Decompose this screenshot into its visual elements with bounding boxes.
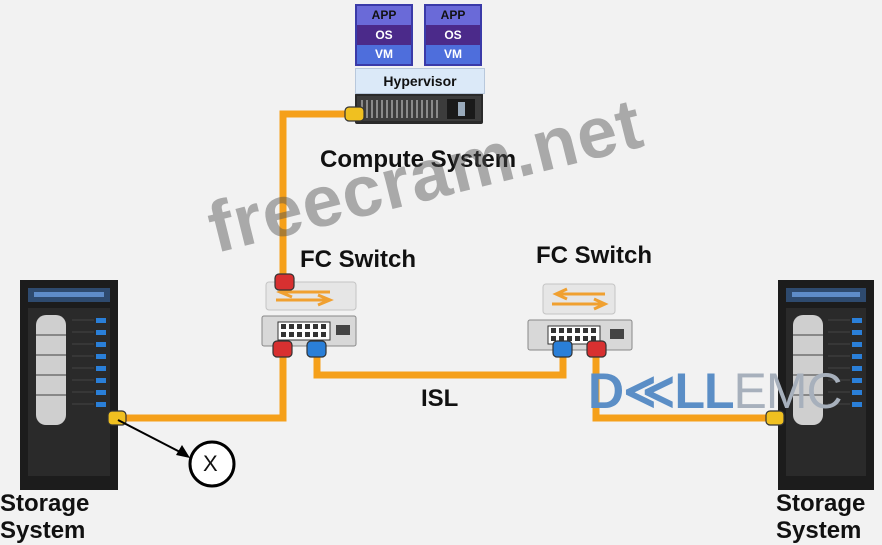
port-switch1-isl	[306, 340, 327, 358]
storage-rack-left	[20, 280, 118, 490]
vm2-os-label: OS	[426, 25, 480, 45]
isl-label: ISL	[421, 385, 459, 412]
vm1-os-label: OS	[357, 25, 411, 45]
storage-rack-right	[778, 280, 874, 490]
vm2-app-label: APP	[426, 6, 480, 25]
vm-stack-2: APP OS VM	[424, 4, 482, 66]
failure-marker-label: X	[203, 451, 218, 476]
logo-dell: D≪LL	[588, 363, 735, 419]
storage-system-right-label: Storage System	[776, 490, 865, 544]
compute-server	[355, 93, 483, 124]
fc-switch-2-body	[527, 283, 633, 351]
port-compute	[344, 106, 365, 122]
fc-switch-2-label: FC Switch	[536, 242, 653, 269]
dell-emc-logo: D≪LLEMC	[588, 362, 843, 420]
vm-stack-1: APP OS VM	[355, 4, 413, 66]
compute-system-label: Compute System	[320, 146, 517, 173]
logo-emc: EMC	[733, 363, 843, 419]
fc-switch-1-label: FC Switch	[300, 246, 417, 273]
failure-marker-circle	[188, 440, 236, 488]
port-switch1-left	[272, 340, 293, 358]
link-isl	[313, 352, 567, 379]
storage-left-line1: Storage	[0, 490, 90, 517]
vm2-vm-label: VM	[426, 45, 480, 64]
vm1-app-label: APP	[357, 6, 411, 25]
storage-right-line2: System	[776, 517, 862, 544]
port-switch2-right	[586, 340, 607, 358]
link-switch2-to-right-storage	[592, 352, 775, 422]
fc-links	[120, 110, 775, 422]
port-storage-right	[765, 410, 785, 426]
failure-arrow	[117, 419, 236, 488]
vm1-vm-label: VM	[357, 45, 411, 64]
hypervisor-label: Hypervisor	[355, 68, 485, 94]
storage-left-line2: System	[0, 517, 86, 544]
link-compute-to-switch1	[279, 110, 355, 280]
link-switch1-to-left-storage	[120, 352, 287, 422]
ports	[107, 106, 785, 426]
storage-system-left-label: Storage System	[0, 490, 89, 544]
fc-switch-1-body	[261, 281, 357, 347]
port-switch2-isl	[552, 340, 573, 358]
port-switch1-top	[274, 273, 295, 291]
storage-right-line1: Storage	[776, 490, 866, 517]
